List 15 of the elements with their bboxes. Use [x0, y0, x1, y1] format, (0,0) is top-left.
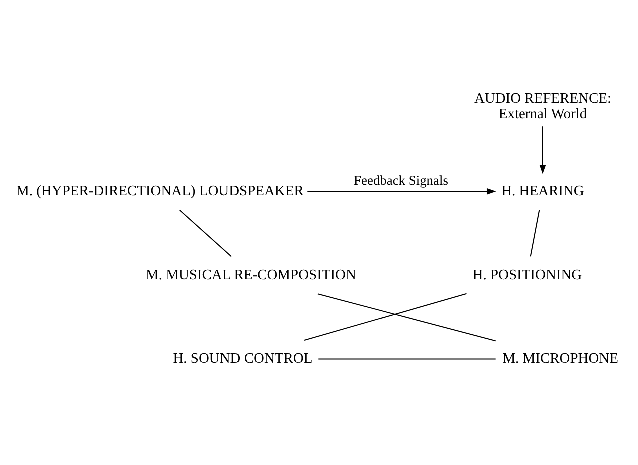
arrow — [308, 188, 496, 195]
connector — [318, 294, 496, 342]
arrow — [540, 126, 546, 174]
connector — [318, 358, 496, 360]
node-text: M. (HYPER-DIRECTIONAL) LOUDSPEAKER — [16, 183, 304, 200]
node-text: AUDIO REFERENCE: External World — [474, 90, 612, 122]
node-text: H. SOUND CONTROL — [173, 351, 313, 368]
connector — [304, 293, 467, 341]
edge-label: Feedback Signals — [354, 172, 448, 188]
node-text: H. POSITIONING — [472, 267, 582, 284]
node-text: M. MICROPHONE — [502, 351, 618, 368]
connector — [530, 210, 540, 257]
node-text: M. MUSICAL RE-COMPOSITION — [146, 267, 356, 284]
connector — [180, 210, 232, 258]
node-text: H. HEARING — [502, 183, 584, 200]
